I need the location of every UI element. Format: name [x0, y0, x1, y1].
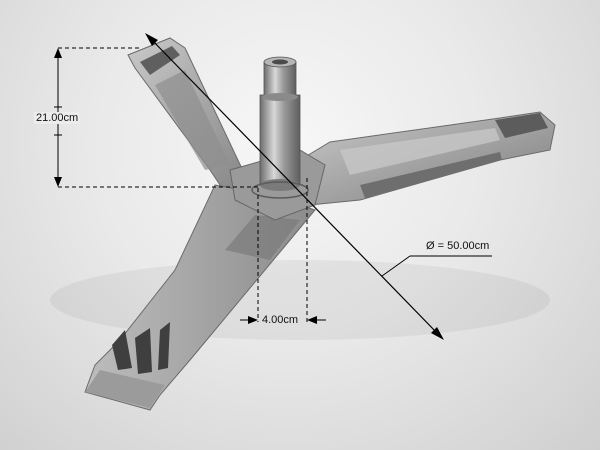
hub-arrow-right	[307, 316, 317, 324]
diameter-leader	[381, 255, 411, 277]
diameter-line	[149, 37, 439, 335]
hub-width-label: 4.00cm	[262, 314, 299, 326]
diameter-arrow-start	[145, 33, 158, 46]
height-arrow-bottom	[54, 177, 62, 187]
right-arm	[299, 111, 556, 206]
shadow	[50, 260, 550, 340]
lower-left-arm	[84, 184, 316, 411]
diameter-label: Ø = 50.00cm	[426, 240, 490, 252]
hub-arrow-left	[248, 316, 258, 324]
diameter-arrow-end	[431, 327, 444, 340]
shaft	[251, 56, 309, 199]
height-label: 21.00cm	[34, 112, 81, 124]
annotations	[54, 33, 492, 340]
height-arrow-top	[54, 48, 62, 58]
